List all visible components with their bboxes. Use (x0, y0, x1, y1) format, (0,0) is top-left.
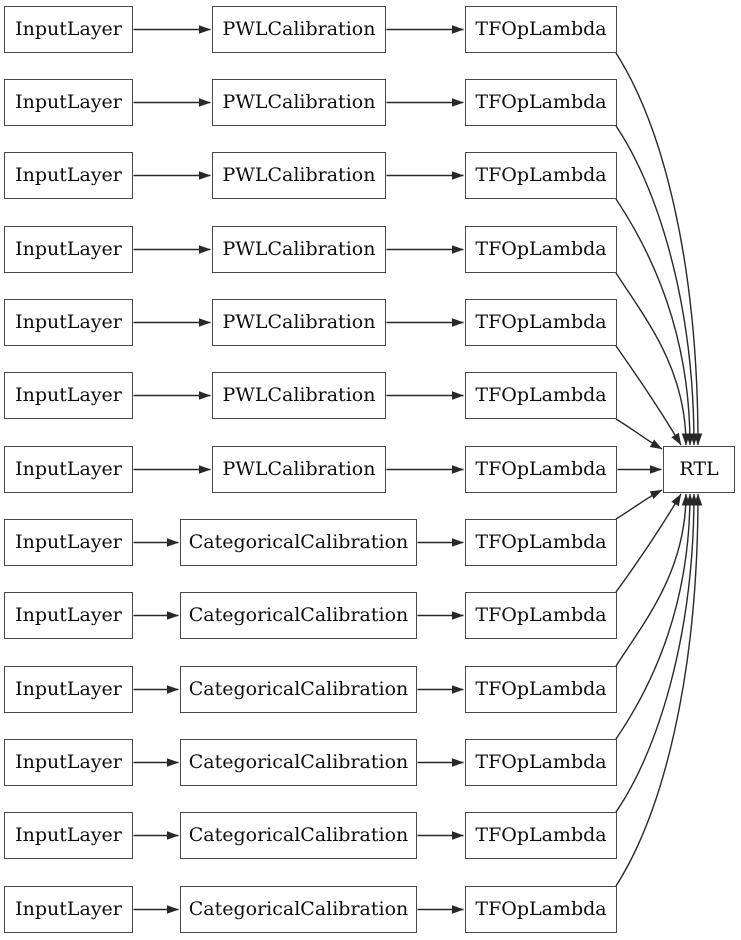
node-input-layer: InputLayer (4, 79, 133, 126)
node-input-layer: InputLayer (4, 592, 133, 639)
edge-lambda-to-rtl (615, 493, 691, 667)
node-input-layer: InputLayer (4, 6, 133, 53)
node-pwl-calibration: PWLCalibration (212, 152, 386, 199)
edge-lambda-to-rtl (615, 493, 699, 813)
node-tfop-lambda: TFOpLambda (465, 886, 617, 933)
node-tfop-lambda: TFOpLambda (465, 812, 617, 859)
node-categorical-calibration: CategoricalCalibration (180, 666, 417, 713)
node-pwl-calibration: PWLCalibration (212, 226, 386, 273)
node-tfop-lambda: TFOpLambda (465, 666, 617, 713)
node-tfop-lambda: TFOpLambda (465, 446, 617, 493)
edge-lambda-to-rtl (615, 489, 663, 520)
edge-lambda-to-rtl (615, 493, 703, 887)
node-input-layer: InputLayer (4, 812, 133, 859)
edge-lambda-to-rtl (615, 493, 682, 593)
node-input-layer: InputLayer (4, 519, 133, 566)
edge-lambda-to-rtl (615, 272, 691, 446)
node-input-layer: InputLayer (4, 372, 133, 419)
node-pwl-calibration: PWLCalibration (212, 79, 386, 126)
node-pwl-calibration: PWLCalibration (212, 6, 386, 53)
node-categorical-calibration: CategoricalCalibration (180, 519, 417, 566)
node-input-layer: InputLayer (4, 446, 133, 493)
node-input-layer: InputLayer (4, 666, 133, 713)
node-input-layer: InputLayer (4, 886, 133, 933)
node-pwl-calibration: PWLCalibration (212, 446, 386, 493)
node-categorical-calibration: CategoricalCalibration (180, 886, 417, 933)
node-tfop-lambda: TFOpLambda (465, 152, 617, 199)
node-tfop-lambda: TFOpLambda (465, 372, 617, 419)
node-tfop-lambda: TFOpLambda (465, 519, 617, 566)
edge-lambda-to-rtl (615, 493, 695, 740)
edge-lambda-to-rtl (615, 418, 663, 450)
node-input-layer: InputLayer (4, 299, 133, 346)
node-tfop-lambda: TFOpLambda (465, 6, 617, 53)
node-tfop-lambda: TFOpLambda (465, 226, 617, 273)
node-pwl-calibration: PWLCalibration (212, 299, 386, 346)
node-tfop-lambda: TFOpLambda (465, 592, 617, 639)
node-categorical-calibration: CategoricalCalibration (180, 812, 417, 859)
edge-lambda-to-rtl (615, 345, 682, 446)
edge-lambda-to-rtl (615, 198, 695, 446)
node-tfop-lambda: TFOpLambda (465, 79, 617, 126)
node-categorical-calibration: CategoricalCalibration (180, 739, 417, 786)
node-categorical-calibration: CategoricalCalibration (180, 592, 417, 639)
node-tfop-lambda: TFOpLambda (465, 299, 617, 346)
node-rtl: RTL (663, 446, 735, 493)
node-pwl-calibration: PWLCalibration (212, 372, 386, 419)
node-input-layer: InputLayer (4, 226, 133, 273)
node-input-layer: InputLayer (4, 152, 133, 199)
node-tfop-lambda: TFOpLambda (465, 739, 617, 786)
edge-lambda-to-rtl (615, 52, 703, 446)
node-input-layer: InputLayer (4, 739, 133, 786)
edge-lambda-to-rtl (615, 125, 699, 446)
